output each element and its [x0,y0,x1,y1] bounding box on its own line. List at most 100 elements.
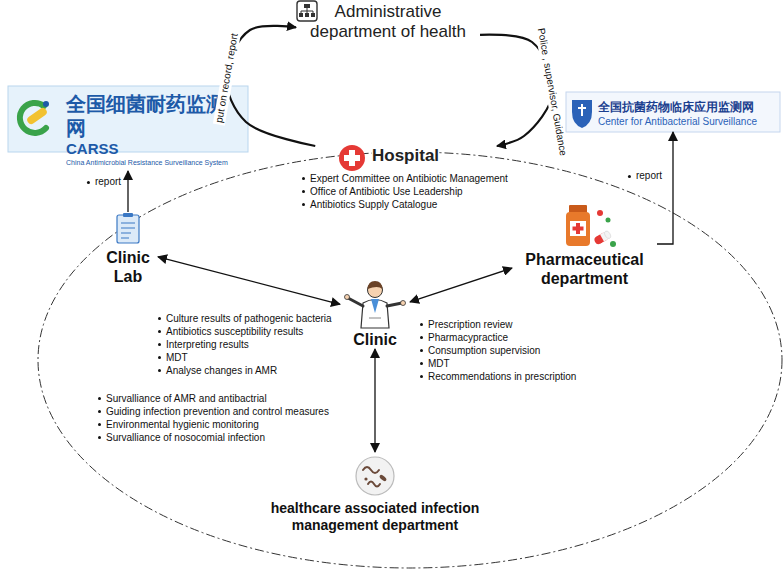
bullet-dot [302,190,305,193]
bullet-text: MDT [166,351,188,364]
item-list: Expert Committee on Antibiotic Managemen… [302,172,522,211]
list-row: Antibiotics susceptibility results [158,325,358,338]
edge-label-text: report [636,170,662,182]
edge-label: report [626,170,664,182]
list-row: Interpreting results [158,338,358,351]
lab-report-icon [117,213,139,243]
bullet-text: MDT [428,357,450,370]
node-heading: Clinic [353,330,397,349]
cas-logo [566,92,780,132]
edge-label: report [85,176,123,188]
bullet-dot [98,436,101,439]
bullet-text: Antibiotics susceptibility results [166,325,303,338]
node-heading: healthcare associated infection manageme… [245,500,505,534]
list-row: Center for Antibacterial Surveillance [598,115,776,128]
logo-box: 全国细菌耐药监测网CARSSChina Antimicrobial Resist… [8,86,248,171]
bullet-text: Pharmacypractice [428,331,508,344]
logo-text: CARSS [66,140,119,158]
bullet-dot [420,375,423,378]
node-heading: Pharmaceutical department [512,250,657,288]
list-row: Expert Committee on Antibiotic Managemen… [302,172,522,185]
logo-box: 全国抗菌药物临床应用监测网Center for Antibacterial Su… [566,92,780,132]
bullet-text: Expert Committee on Antibiotic Managemen… [310,172,508,185]
bullet-dot [420,336,423,339]
bullet-dot [420,323,423,326]
bacteria-icon [356,457,394,495]
bullet-dot [420,349,423,352]
connector-arrow [410,268,512,302]
bullet-text: Guiding infection prevention and control… [106,405,329,418]
list-row: Environmental hygienic monitoring [98,418,348,431]
item-list: Prescription reviewPharmacypracticeConsu… [420,318,630,383]
bullet-text: Analyse changes in AMR [166,364,277,377]
bullet-text: Consumption supervision [428,344,540,357]
list-row: Recommendations in prescription [420,370,630,383]
bullet-text: Environmental hygienic monitoring [106,418,259,431]
edge-label-text: Police , supervisor, Guidance [535,27,569,157]
connector-arrow [226,26,315,146]
connector-arrow [127,171,128,212]
bullet-dot [158,356,161,359]
list-row: Pharmacypractice [420,331,630,344]
bullet-dot [158,330,161,333]
list-row: Survalliance of nosocomial infection [98,431,348,444]
list-row: Analyse changes in AMR [158,364,358,377]
node-heading: Clinic Lab [98,248,158,286]
bullet-text: Antibiotics Supply Catalogue [310,198,437,211]
list-row: Prescription review [420,318,630,331]
admin-icon [297,1,317,21]
list-row: Office of Antibiotic Use Leadership [302,185,522,198]
bullet-dot [158,317,161,320]
organization-box: HospitalExpert Committee on Antibiotic M… [296,146,522,211]
edge-label-text: report [95,176,121,188]
logo-text: Center for Antibacterial Surveillance [598,115,757,128]
list-row: Consumption supervision [420,344,630,357]
bullet-text: Prescription review [428,318,512,331]
logo-text: China Antimicrobial Resistance Surveilla… [66,158,228,167]
pharmacy-icon [566,205,616,247]
connector-arrow [158,257,340,305]
bullet-dot [98,397,101,400]
doctor-icon [345,281,406,328]
connector-arrow [374,349,375,452]
node-heading: Hospital [372,146,439,166]
department-box: healthcare associated infection manageme… [245,452,505,534]
bullet-dot [302,177,305,180]
department-box: Clinic LabCulture results of pathogenic … [98,212,158,286]
list-row: Survalliance of AMR and antibactrial [98,392,348,405]
node-heading: 全国抗菌药物临床应用监测网 [598,100,754,115]
list-row: Culture results of pathogenic bacteria [158,312,358,325]
bullet-dot [87,181,90,184]
list-row: MDT [158,351,358,364]
list-row: MDT [420,357,630,370]
list-row: China Antimicrobial Resistance Surveilla… [66,158,244,167]
hospital-icon [339,145,365,171]
item-list: CARSSChina Antimicrobial Resistance Surv… [66,140,244,167]
authority-box: Administrative department of health [296,2,480,42]
bullet-dot [98,423,101,426]
bullet-text: Recommendations in prescription [428,370,576,383]
item-list: Survalliance of AMR and antibactrialGuid… [98,392,348,444]
bullet-text: Interpreting results [166,338,249,351]
department-box: Pharmaceutical departmentPrescription re… [512,200,657,288]
bullet-dot [158,343,161,346]
edge-label: Police , supervisor, Guidance [534,25,569,159]
bullet-dot [302,203,305,206]
hospital-boundary [38,152,782,568]
bullet-text: Survalliance of nosocomial infection [106,431,265,444]
list-row: Antibiotics Supply Catalogue [302,198,522,211]
carss-logo [8,86,248,152]
list-row: Guiding infection prevention and control… [98,405,348,418]
item-list: Center for Antibacterial Surveillance [598,115,776,128]
department-box: Clinic [340,278,410,349]
bullet-text: Culture results of pathogenic bacteria [166,312,332,325]
item-list: Culture results of pathogenic bacteriaAn… [158,312,358,377]
connector-arrow [657,132,673,244]
list-row: CARSS [66,140,244,158]
node-heading: Administrative department of health [296,2,480,42]
bullet-dot [628,175,631,178]
bullet-dot [158,369,161,372]
